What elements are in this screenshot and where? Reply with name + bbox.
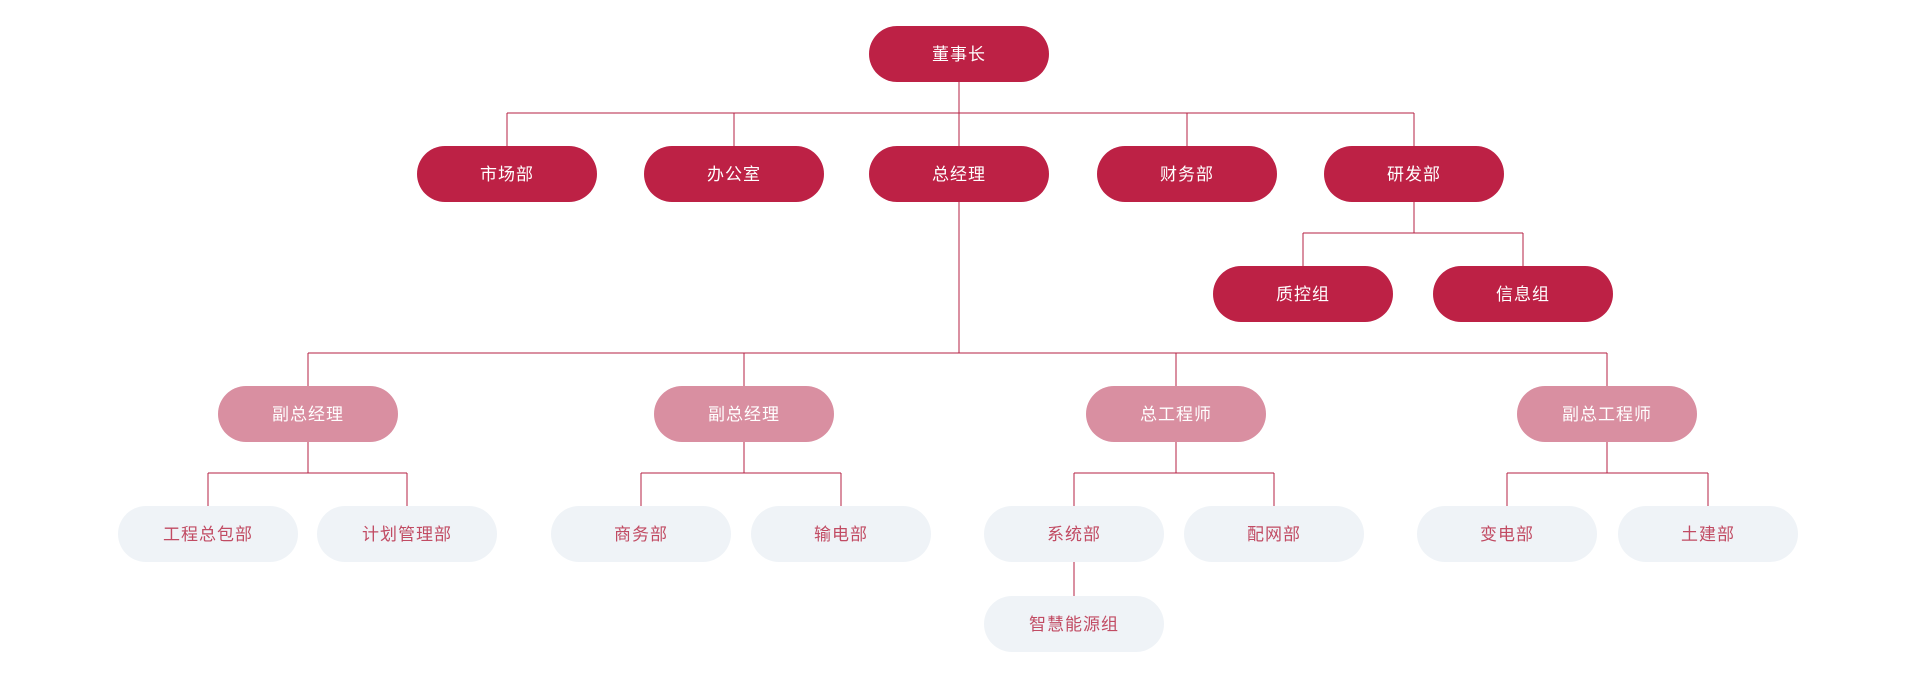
org-node-label-distribution-network-dept: 配网部 xyxy=(1247,524,1301,544)
org-node-chairman: 董事长 xyxy=(869,26,1049,82)
org-node-rnd-dept: 研发部 xyxy=(1324,146,1504,202)
org-node-label-finance-dept: 财务部 xyxy=(1160,164,1214,184)
org-node-general-manager: 总经理 xyxy=(869,146,1049,202)
org-node-label-civil-engineering-dept: 土建部 xyxy=(1681,524,1735,544)
org-node-label-office: 办公室 xyxy=(707,164,761,184)
org-node-marketing-dept: 市场部 xyxy=(417,146,597,202)
org-node-label-deputy-gm-2: 副总经理 xyxy=(708,404,780,424)
org-node-deputy-gm-1: 副总经理 xyxy=(218,386,398,442)
org-node-label-marketing-dept: 市场部 xyxy=(480,164,534,184)
org-node-finance-dept: 财务部 xyxy=(1097,146,1277,202)
org-node-label-deputy-chief-engineer: 副总工程师 xyxy=(1562,404,1652,424)
org-node-label-epc-dept: 工程总包部 xyxy=(163,524,253,544)
org-node-label-system-dept: 系统部 xyxy=(1047,524,1101,544)
org-node-label-general-manager: 总经理 xyxy=(932,164,986,184)
org-node-office: 办公室 xyxy=(644,146,824,202)
org-node-label-power-transmission-dept: 输电部 xyxy=(814,524,868,544)
org-node-system-dept: 系统部 xyxy=(984,506,1164,562)
org-node-label-rnd-dept: 研发部 xyxy=(1387,164,1441,184)
org-node-power-transmission-dept: 输电部 xyxy=(751,506,931,562)
org-node-label-quality-control-group: 质控组 xyxy=(1276,284,1330,304)
org-node-label-chief-engineer: 总工程师 xyxy=(1140,404,1212,424)
org-node-epc-dept: 工程总包部 xyxy=(118,506,298,562)
org-node-label-smart-energy-group: 智慧能源组 xyxy=(1029,614,1119,634)
org-node-label-chairman: 董事长 xyxy=(932,44,986,64)
org-node-label-planning-mgmt-dept: 计划管理部 xyxy=(362,524,452,544)
org-node-planning-mgmt-dept: 计划管理部 xyxy=(317,506,497,562)
org-node-smart-energy-group: 智慧能源组 xyxy=(984,596,1164,652)
org-node-deputy-chief-engineer: 副总工程师 xyxy=(1517,386,1697,442)
org-node-chief-engineer: 总工程师 xyxy=(1086,386,1266,442)
org-node-substation-dept: 变电部 xyxy=(1417,506,1597,562)
org-node-distribution-network-dept: 配网部 xyxy=(1184,506,1364,562)
org-node-information-group: 信息组 xyxy=(1433,266,1613,322)
org-node-label-deputy-gm-1: 副总经理 xyxy=(272,404,344,424)
org-node-commerce-dept: 商务部 xyxy=(551,506,731,562)
org-node-deputy-gm-2: 副总经理 xyxy=(654,386,834,442)
org-node-label-information-group: 信息组 xyxy=(1496,284,1550,304)
org-node-quality-control-group: 质控组 xyxy=(1213,266,1393,322)
org-node-civil-engineering-dept: 土建部 xyxy=(1618,506,1798,562)
org-node-label-substation-dept: 变电部 xyxy=(1480,524,1534,544)
org-node-label-commerce-dept: 商务部 xyxy=(614,524,668,544)
